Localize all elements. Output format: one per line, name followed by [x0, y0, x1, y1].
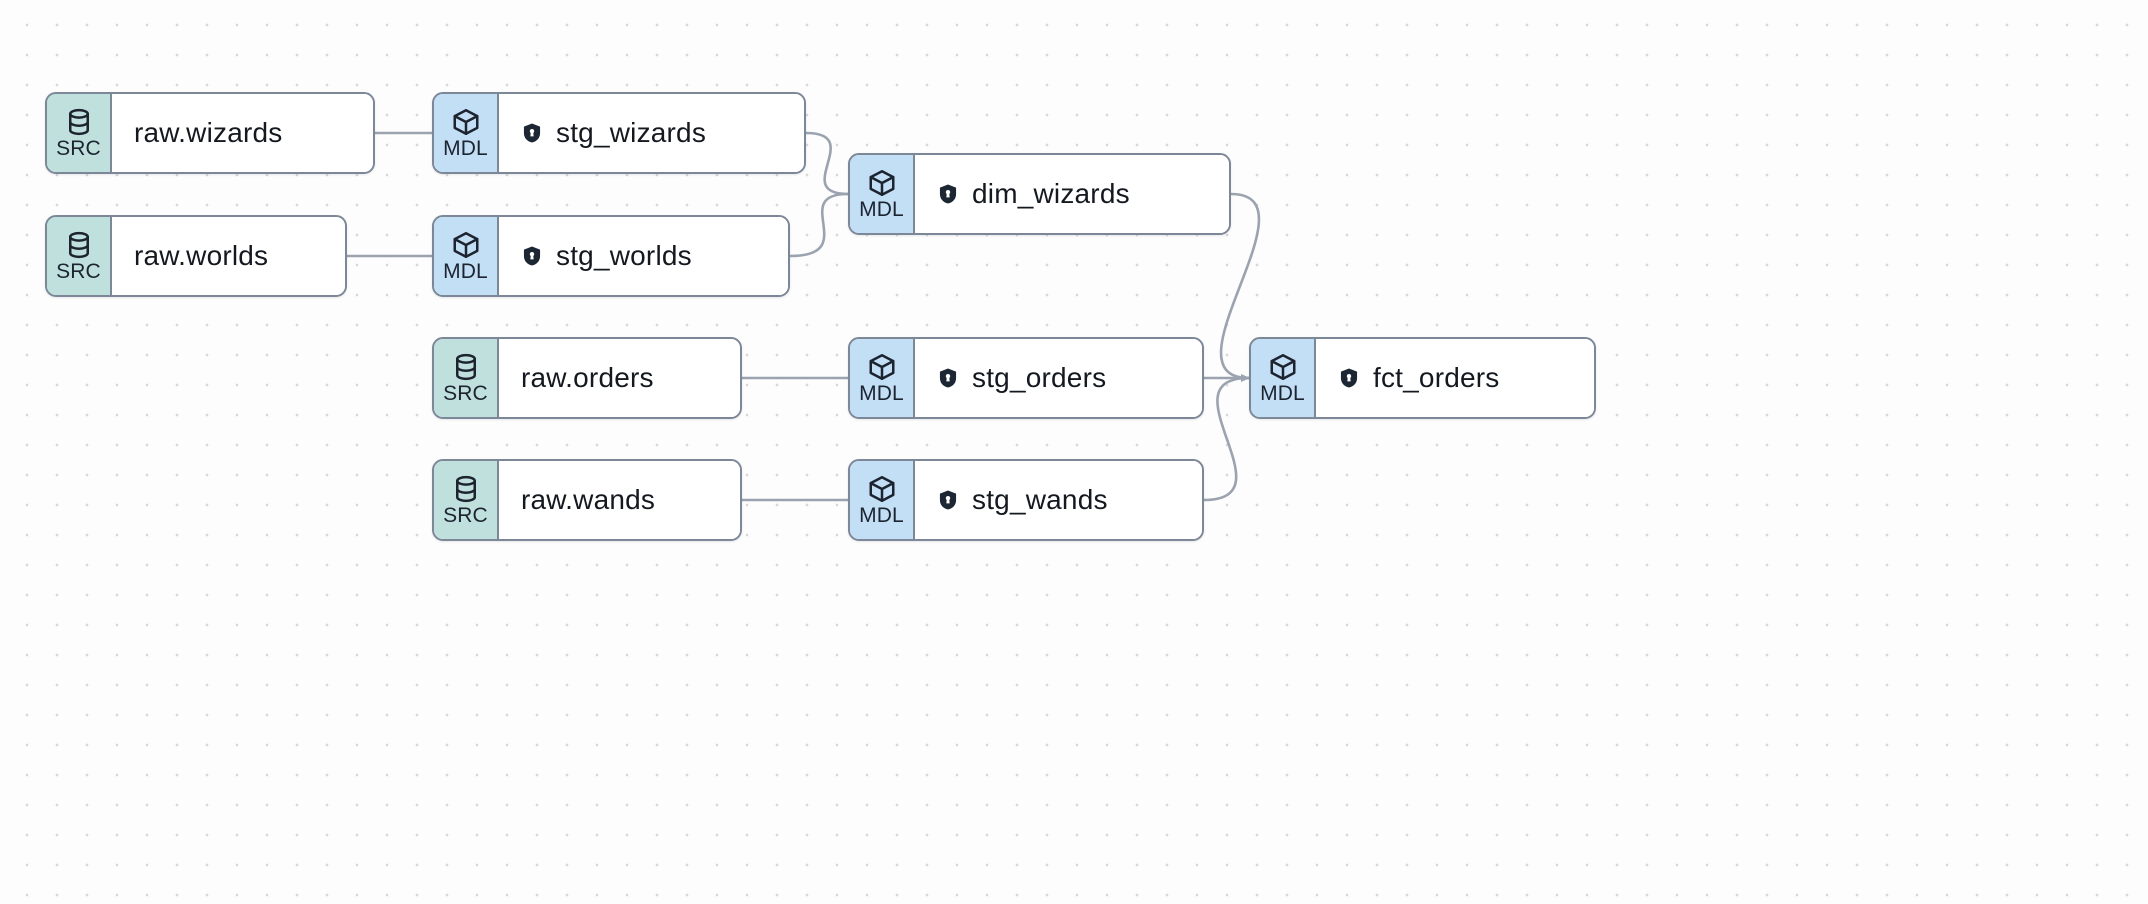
- node-label: stg_orders: [972, 362, 1107, 393]
- cube-icon: [451, 107, 481, 137]
- node-raw-worlds[interactable]: SRC raw.worlds: [45, 215, 347, 297]
- node-body: stg_orders: [915, 339, 1202, 417]
- node-dim-wizards[interactable]: MDL dim_wizards: [848, 153, 1231, 235]
- node-label: stg_wands: [972, 484, 1108, 515]
- shield-lock-icon: [1338, 367, 1360, 389]
- shield-lock-icon: [521, 245, 543, 267]
- node-stg-orders[interactable]: MDL stg_orders: [848, 337, 1204, 419]
- node-raw-orders[interactable]: SRC raw.orders: [432, 337, 742, 419]
- node-stg-worlds[interactable]: MDL stg_worlds: [432, 215, 790, 297]
- shield-lock-icon: [937, 367, 959, 389]
- badge-label: MDL: [1260, 382, 1305, 405]
- node-label: raw.orders: [521, 362, 654, 393]
- edge-stg-wizards-to-dim-wizards: [804, 131, 850, 196]
- node-kind-badge-mdl: MDL: [1251, 339, 1316, 417]
- node-raw-wizards[interactable]: SRC raw.wizards: [45, 92, 375, 174]
- node-body: raw.wands: [499, 461, 740, 539]
- badge-label: SRC: [56, 260, 101, 283]
- cube-icon: [451, 230, 481, 260]
- node-fct-orders[interactable]: MDL fct_orders: [1249, 337, 1596, 419]
- shield-lock-icon: [521, 122, 543, 144]
- node-body: fct_orders: [1316, 339, 1594, 417]
- node-kind-badge-src: SRC: [434, 461, 499, 539]
- badge-label: MDL: [859, 198, 904, 221]
- badge-label: MDL: [859, 382, 904, 405]
- node-label: stg_wizards: [556, 117, 707, 148]
- node-kind-badge-mdl: MDL: [850, 339, 915, 417]
- node-body: stg_wands: [915, 461, 1202, 539]
- database-icon: [451, 352, 481, 382]
- node-body: stg_wizards: [499, 94, 804, 172]
- node-kind-badge-mdl: MDL: [850, 155, 915, 233]
- badge-label: MDL: [859, 504, 904, 527]
- node-kind-badge-src: SRC: [47, 94, 112, 172]
- node-body: dim_wizards: [915, 155, 1229, 233]
- node-body: raw.worlds: [112, 217, 345, 295]
- badge-label: SRC: [443, 504, 488, 527]
- badge-label: SRC: [56, 137, 101, 160]
- badge-label: SRC: [443, 382, 488, 405]
- node-label: stg_worlds: [556, 240, 692, 271]
- node-label: dim_wizards: [972, 178, 1130, 209]
- cube-icon: [867, 168, 897, 198]
- edge-stg-wands-to-fct-orders: [1202, 374, 1251, 502]
- node-raw-wands[interactable]: SRC raw.wands: [432, 459, 742, 541]
- node-label: raw.wands: [521, 484, 656, 515]
- database-icon: [64, 230, 94, 260]
- shield-lock-icon: [937, 183, 959, 205]
- node-label: raw.worlds: [134, 240, 269, 271]
- node-kind-badge-src: SRC: [47, 217, 112, 295]
- node-body: raw.orders: [499, 339, 740, 417]
- database-icon: [451, 474, 481, 504]
- node-stg-wands[interactable]: MDL stg_wands: [848, 459, 1204, 541]
- node-stg-wizards[interactable]: MDL stg_wizards: [432, 92, 806, 174]
- cube-icon: [1268, 352, 1298, 382]
- cube-icon: [867, 474, 897, 504]
- node-kind-badge-mdl: MDL: [434, 217, 499, 295]
- node-kind-badge-src: SRC: [434, 339, 499, 417]
- badge-label: MDL: [443, 137, 488, 160]
- edge-stg-worlds-to-dim-wizards: [788, 192, 850, 258]
- node-body: raw.wizards: [112, 94, 373, 172]
- node-body: stg_worlds: [499, 217, 788, 295]
- node-label: fct_orders: [1373, 362, 1500, 393]
- cube-icon: [867, 352, 897, 382]
- node-kind-badge-mdl: MDL: [850, 461, 915, 539]
- shield-lock-icon: [937, 489, 959, 511]
- node-kind-badge-mdl: MDL: [434, 94, 499, 172]
- node-label: raw.wizards: [134, 117, 283, 148]
- database-icon: [64, 107, 94, 137]
- badge-label: MDL: [443, 260, 488, 283]
